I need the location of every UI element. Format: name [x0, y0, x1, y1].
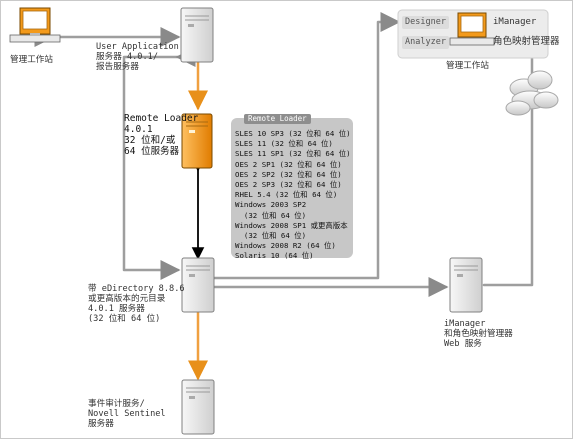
role-mapper-tag: 角色映射管理器 — [493, 36, 560, 47]
userapp-server-label: User Application 服务器 4.0.1/ 报告服务器 — [96, 42, 179, 72]
sentinel-server-icon — [181, 379, 215, 435]
analyzer-tag: Analyzer — [402, 36, 449, 49]
platform-item: Solaris 10 (64 位) — [235, 251, 314, 261]
remote-loader-panel — [231, 118, 353, 258]
platform-item: OES 2 SP3 (32 位和 64 位) — [235, 180, 342, 190]
designer-tag: Designer — [402, 16, 449, 29]
connectors — [34, 12, 542, 381]
platform-item: OES 2 SP2 (32 位和 64 位) — [235, 169, 342, 179]
platform-item: Windows 2008 R2 (64 位) — [235, 241, 336, 251]
userapp-server-icon — [180, 7, 214, 63]
link-imanager-admin — [482, 37, 542, 287]
platform-item: (32 位和 64 位) — [235, 231, 307, 241]
remote-loader-platform-list: SLES 10 SP3 (32 位和 64 位) SLES 11 (32 位和 … — [235, 129, 351, 262]
imanager-server-label: iManager 和角色映射管理器 Web 服务 — [444, 319, 513, 349]
edirectory-server-label: 带 eDirectory 8.8.6 或更高版本的元目录 4.0.1 服务器 (… — [88, 284, 185, 324]
platform-item: SLES 11 SP1 (32 位和 64 位) — [235, 149, 351, 159]
remote-loader-server-label: Remote Loader 4.0.1 32 位和/或 64 位服务器 — [124, 113, 199, 157]
link-userapp-edirectory — [122, 47, 196, 280]
remote-loader-server-icon — [181, 113, 213, 169]
admin-workstation-left-icon — [9, 7, 61, 43]
admin-workstation-right-label: 管理工作站 — [446, 61, 489, 71]
edirectory-server-icon — [181, 257, 215, 313]
sentinel-server-label: 事件审计服务/ Novell Sentinel 服务器 — [88, 399, 166, 429]
platform-item: SLES 11 (32 位和 64 位) — [235, 139, 333, 149]
platform-item: Windows 2003 SP2 — [235, 200, 307, 210]
imanager-tag: iManager — [493, 17, 537, 27]
platform-item: OES 2 SP1 (32 位和 64 位) — [235, 159, 342, 169]
imanager-server-icon — [449, 257, 483, 313]
platform-item: Windows 2008 SP1 或更高版本 — [235, 220, 348, 230]
platform-item: SLES 10 SP3 (32 位和 64 位) — [235, 129, 351, 138]
platform-item: (32 位和 64 位) — [235, 210, 307, 220]
platform-item: RHEL 5.4 (32 位和 64 位) — [235, 190, 338, 200]
network-cloud-icon — [505, 70, 559, 116]
admin-workstation-left-label: 管理工作站 — [10, 55, 53, 65]
remote-loader-panel-title: Remote Loader — [244, 114, 311, 124]
